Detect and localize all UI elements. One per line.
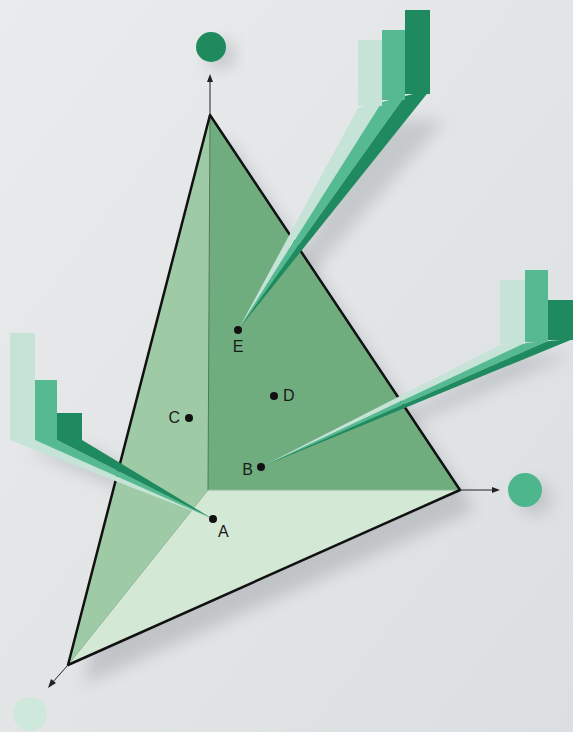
callout-wedge [238,90,430,330]
inner-edge [68,490,208,665]
point-dot [185,414,193,422]
point-dot [270,392,278,400]
point-dot [209,515,217,523]
point-label: E [233,338,244,356]
bar [405,10,430,94]
inner-edge [208,490,460,491]
callout-wedge [261,339,573,467]
point-label: C [168,409,180,427]
axis-arrow [460,490,494,491]
point-dot [257,463,265,471]
vertex-circle [13,697,47,731]
arrowhead [492,487,500,493]
arrowhead [207,74,213,82]
bar [358,40,382,106]
axis-arrow [210,80,211,115]
vertex-circle [508,473,542,507]
bar [548,300,573,340]
bar [10,333,35,440]
callout-wedge [10,440,213,519]
point-label: A [218,523,229,541]
bar [35,380,57,440]
callout-wedge [35,440,213,519]
point-label: D [283,387,295,405]
point-dot [234,326,242,334]
callout-wedge [57,440,213,519]
bar [525,270,548,342]
vertex-circle [196,32,226,62]
point-label: B [242,461,253,479]
bar [382,30,405,100]
inner-edge [208,115,210,490]
outer-triangle [68,115,460,665]
axis-arrow [52,665,68,683]
bar [57,413,82,440]
bar [500,280,525,344]
arrowhead [48,679,56,688]
